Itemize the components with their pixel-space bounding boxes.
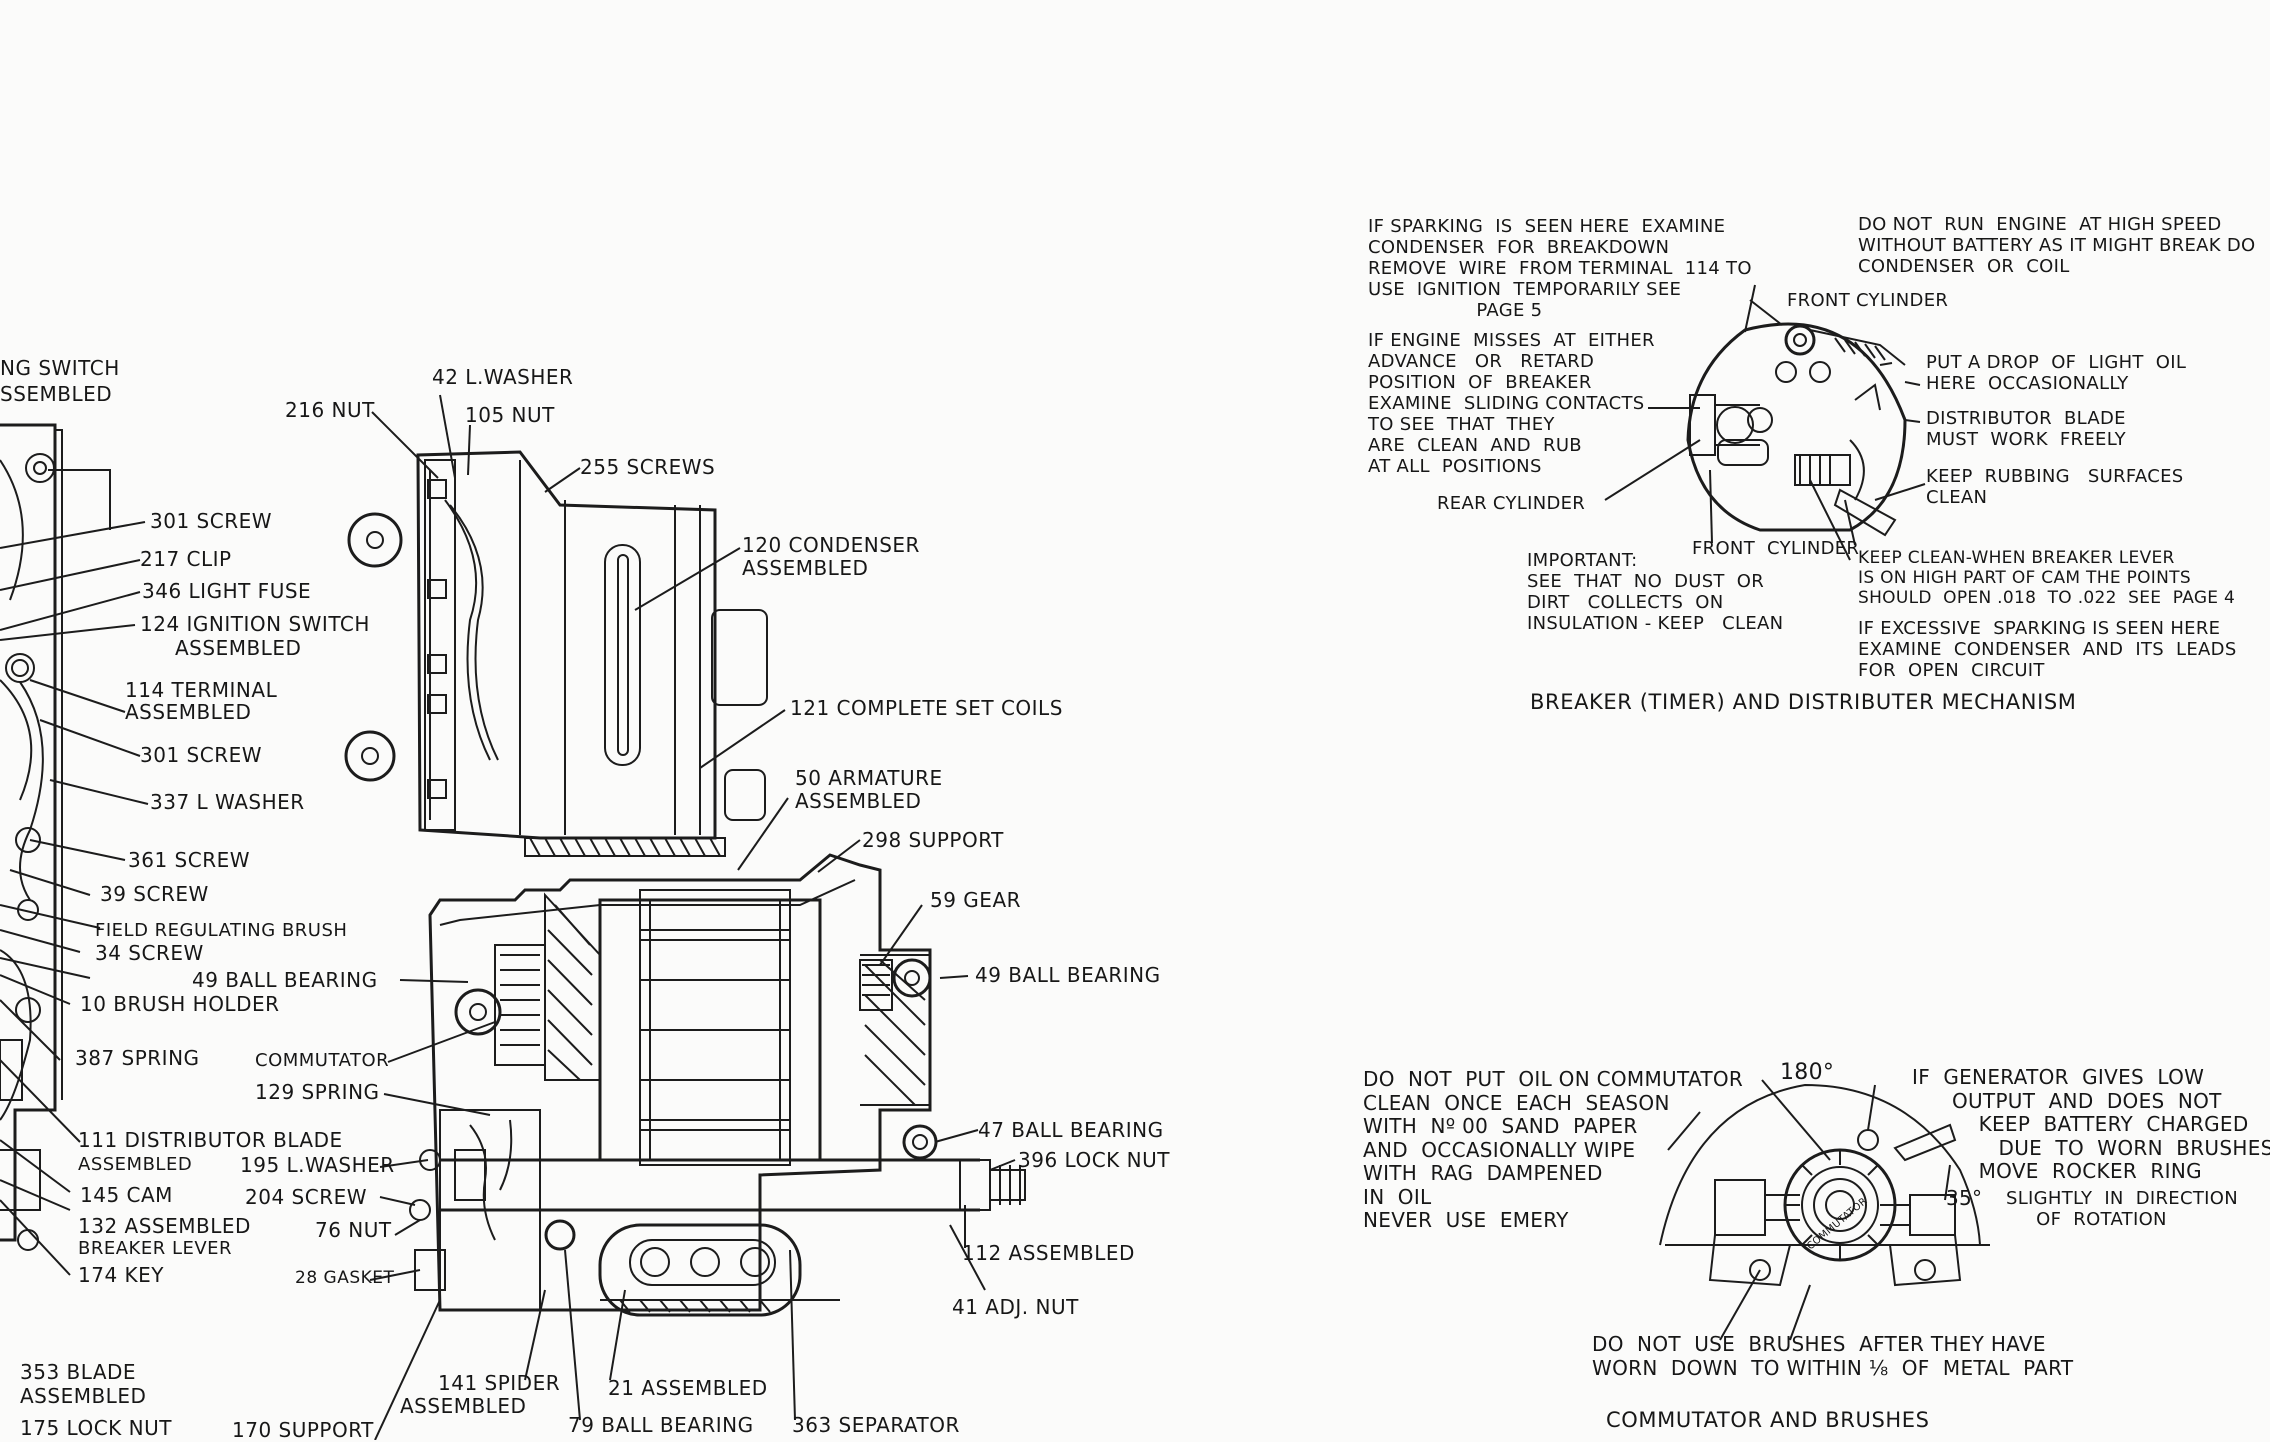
label-396-lock-nut: 396 LOCK NUT — [1018, 1148, 1170, 1172]
note-excessive-sparking: IF EXCESSIVE SPARKING IS SEEN HERE EXAMI… — [1858, 618, 2237, 681]
label-132-assembled: 132 ASSEMBLED — [78, 1214, 251, 1238]
note-sparking: IF SPARKING IS SEEN HERE EXAMINE CONDENS… — [1368, 216, 1752, 321]
label-353-blade: 353 BLADE — [20, 1360, 137, 1384]
label-145-cam: 145 CAM — [80, 1183, 173, 1207]
label-switch-assembled: SSEMBLED — [0, 382, 113, 406]
breaker-mechanism-drawing — [1686, 322, 1907, 537]
label-49-ball-bearing-left: 49 BALL BEARING — [192, 968, 378, 992]
note-keep-rubbing: KEEP RUBBING SURFACES CLEAN — [1926, 466, 2184, 508]
note-worn-brushes: DO NOT USE BRUSHES AFTER THEY HAVE WORN … — [1592, 1332, 2074, 1380]
note-direction-of-rotation: SLIGHTLY IN DIRECTION OF ROTATION — [2006, 1188, 2238, 1230]
label-50-assembled: ASSEMBLED — [795, 789, 922, 813]
note-35-degrees: 35° — [1946, 1186, 1983, 1210]
note-no-oil: DO NOT PUT OIL ON COMMUTATOR CLEAN ONCE … — [1363, 1067, 1744, 1232]
label-field-regulating-brush: FIELD REGULATING BRUSH — [95, 920, 348, 941]
caption-breaker-mechanism: BREAKER (TIMER) AND DISTRIBUTER MECHANIS… — [1530, 690, 2077, 714]
label-42-washer: 42 L.WASHER — [432, 365, 574, 389]
note-light-oil: PUT A DROP OF LIGHT OIL HERE OCCASIONALL… — [1926, 352, 2187, 394]
label-50-armature: 50 ARMATURE — [795, 766, 943, 790]
commutator-brushes-drawing — [1659, 1083, 1990, 1287]
label-170-support: 170 SUPPORT — [232, 1418, 374, 1442]
generator-assembly — [344, 450, 1026, 1317]
note-distributor-blade: DISTRIBUTOR BLADE MUST WORK FREELY — [1926, 408, 2126, 450]
note-rear-cylinder: REAR CYLINDER — [1437, 493, 1586, 514]
label-112-assembled: 112 ASSEMBLED — [962, 1241, 1135, 1265]
note-180-degrees: 180° — [1780, 1060, 1835, 1085]
label-28-gasket: 28 GASKET — [295, 1268, 395, 1288]
label-105-nut: 105 NUT — [465, 403, 555, 427]
label-346-light-fuse: 346 LIGHT FUSE — [142, 579, 312, 603]
label-298-support: 298 SUPPORT — [862, 828, 1004, 852]
label-129-spring: 129 SPRING — [255, 1080, 380, 1104]
label-175-lock-nut: 175 LOCK NUT — [20, 1416, 172, 1440]
note-front-cylinder-bottom: FRONT CYLINDER — [1692, 538, 1860, 559]
label-124-ignition-switch: 124 IGNITION SWITCH — [140, 612, 370, 636]
label-301-screw-b: 301 SCREW — [140, 743, 262, 767]
label-21-assembled: 21 ASSEMBLED — [608, 1376, 768, 1400]
label-124-assembled: ASSEMBLED — [175, 636, 302, 660]
label-59-gear: 59 GEAR — [930, 888, 1022, 912]
leader-lines-left — [0, 521, 149, 1276]
note-important: IMPORTANT: SEE THAT NO DUST OR DIRT COLL… — [1527, 550, 1784, 634]
label-47-ball-bearing: 47 BALL BEARING — [978, 1118, 1164, 1142]
note-no-high-speed: DO NOT RUN ENGINE AT HIGH SPEED WITHOUT … — [1858, 214, 2256, 277]
label-120-condenser: 120 CONDENSER — [742, 533, 920, 557]
label-353-assembled: ASSEMBLED — [20, 1384, 147, 1408]
label-111-distributor-blade: 111 DISTRIBUTOR BLADE — [78, 1128, 343, 1152]
leader-lines-breaker — [1604, 284, 1926, 561]
label-41-adj-nut: 41 ADJ. NUT — [952, 1295, 1079, 1319]
label-204-screw: 204 SCREW — [245, 1185, 367, 1209]
label-361-screw: 361 SCREW — [128, 848, 250, 872]
label-114-assembled: ASSEMBLED — [125, 700, 252, 724]
label-174-key: 174 KEY — [78, 1263, 164, 1287]
caption-commutator-brushes: COMMUTATOR AND BRUSHES — [1606, 1408, 1930, 1432]
leader-lines-center — [369, 394, 1016, 1440]
label-111-assembled: ASSEMBLED — [78, 1154, 193, 1175]
label-49-ball-bearing-right: 49 BALL BEARING — [975, 963, 1161, 987]
label-195-washer: 195 L.WASHER — [240, 1153, 395, 1177]
label-114-terminal: 114 TERMINAL — [125, 678, 278, 702]
note-front-cylinder-top: FRONT CYLINDER — [1787, 290, 1949, 311]
label-79-ball-bearing: 79 BALL BEARING — [568, 1413, 754, 1437]
label-337-washer: 337 L WASHER — [150, 790, 305, 814]
note-keep-clean: KEEP CLEAN-WHEN BREAKER LEVER IS ON HIGH… — [1858, 548, 2236, 608]
label-255-screws: 255 SCREWS — [580, 455, 716, 479]
label-39-screw: 39 SCREW — [100, 882, 209, 906]
label-363-separator: 363 SEPARATOR — [792, 1413, 960, 1437]
label-10-brush-holder: 10 BRUSH HOLDER — [80, 992, 280, 1016]
switch-distributor-assembly — [0, 423, 111, 1251]
label-commutator: COMMUTATOR — [255, 1050, 390, 1071]
label-387-spring: 387 SPRING — [75, 1046, 200, 1070]
label-141-spider: 141 SPIDER — [438, 1371, 561, 1395]
note-engine-misses: IF ENGINE MISSES AT EITHER ADVANCE OR RE… — [1368, 330, 1655, 477]
label-141-assembled: ASSEMBLED — [400, 1394, 527, 1418]
label-216-nut: 216 NUT — [285, 398, 375, 422]
label-switch: NG SWITCH — [0, 356, 120, 380]
label-132-breaker-lever: BREAKER LEVER — [78, 1238, 233, 1259]
label-120-assembled: ASSEMBLED — [742, 556, 869, 580]
label-34-screw: 34 SCREW — [95, 941, 204, 965]
label-217-clip: 217 CLIP — [140, 547, 232, 571]
note-low-output: IF GENERATOR GIVES LOW OUTPUT AND DOES N… — [1912, 1065, 2270, 1183]
label-76-nut: 76 NUT — [315, 1218, 392, 1242]
label-301-screw-a: 301 SCREW — [150, 509, 272, 533]
label-121-coils: 121 COMPLETE SET COILS — [790, 696, 1063, 720]
leader-lines-commutator — [1667, 1079, 1951, 1341]
